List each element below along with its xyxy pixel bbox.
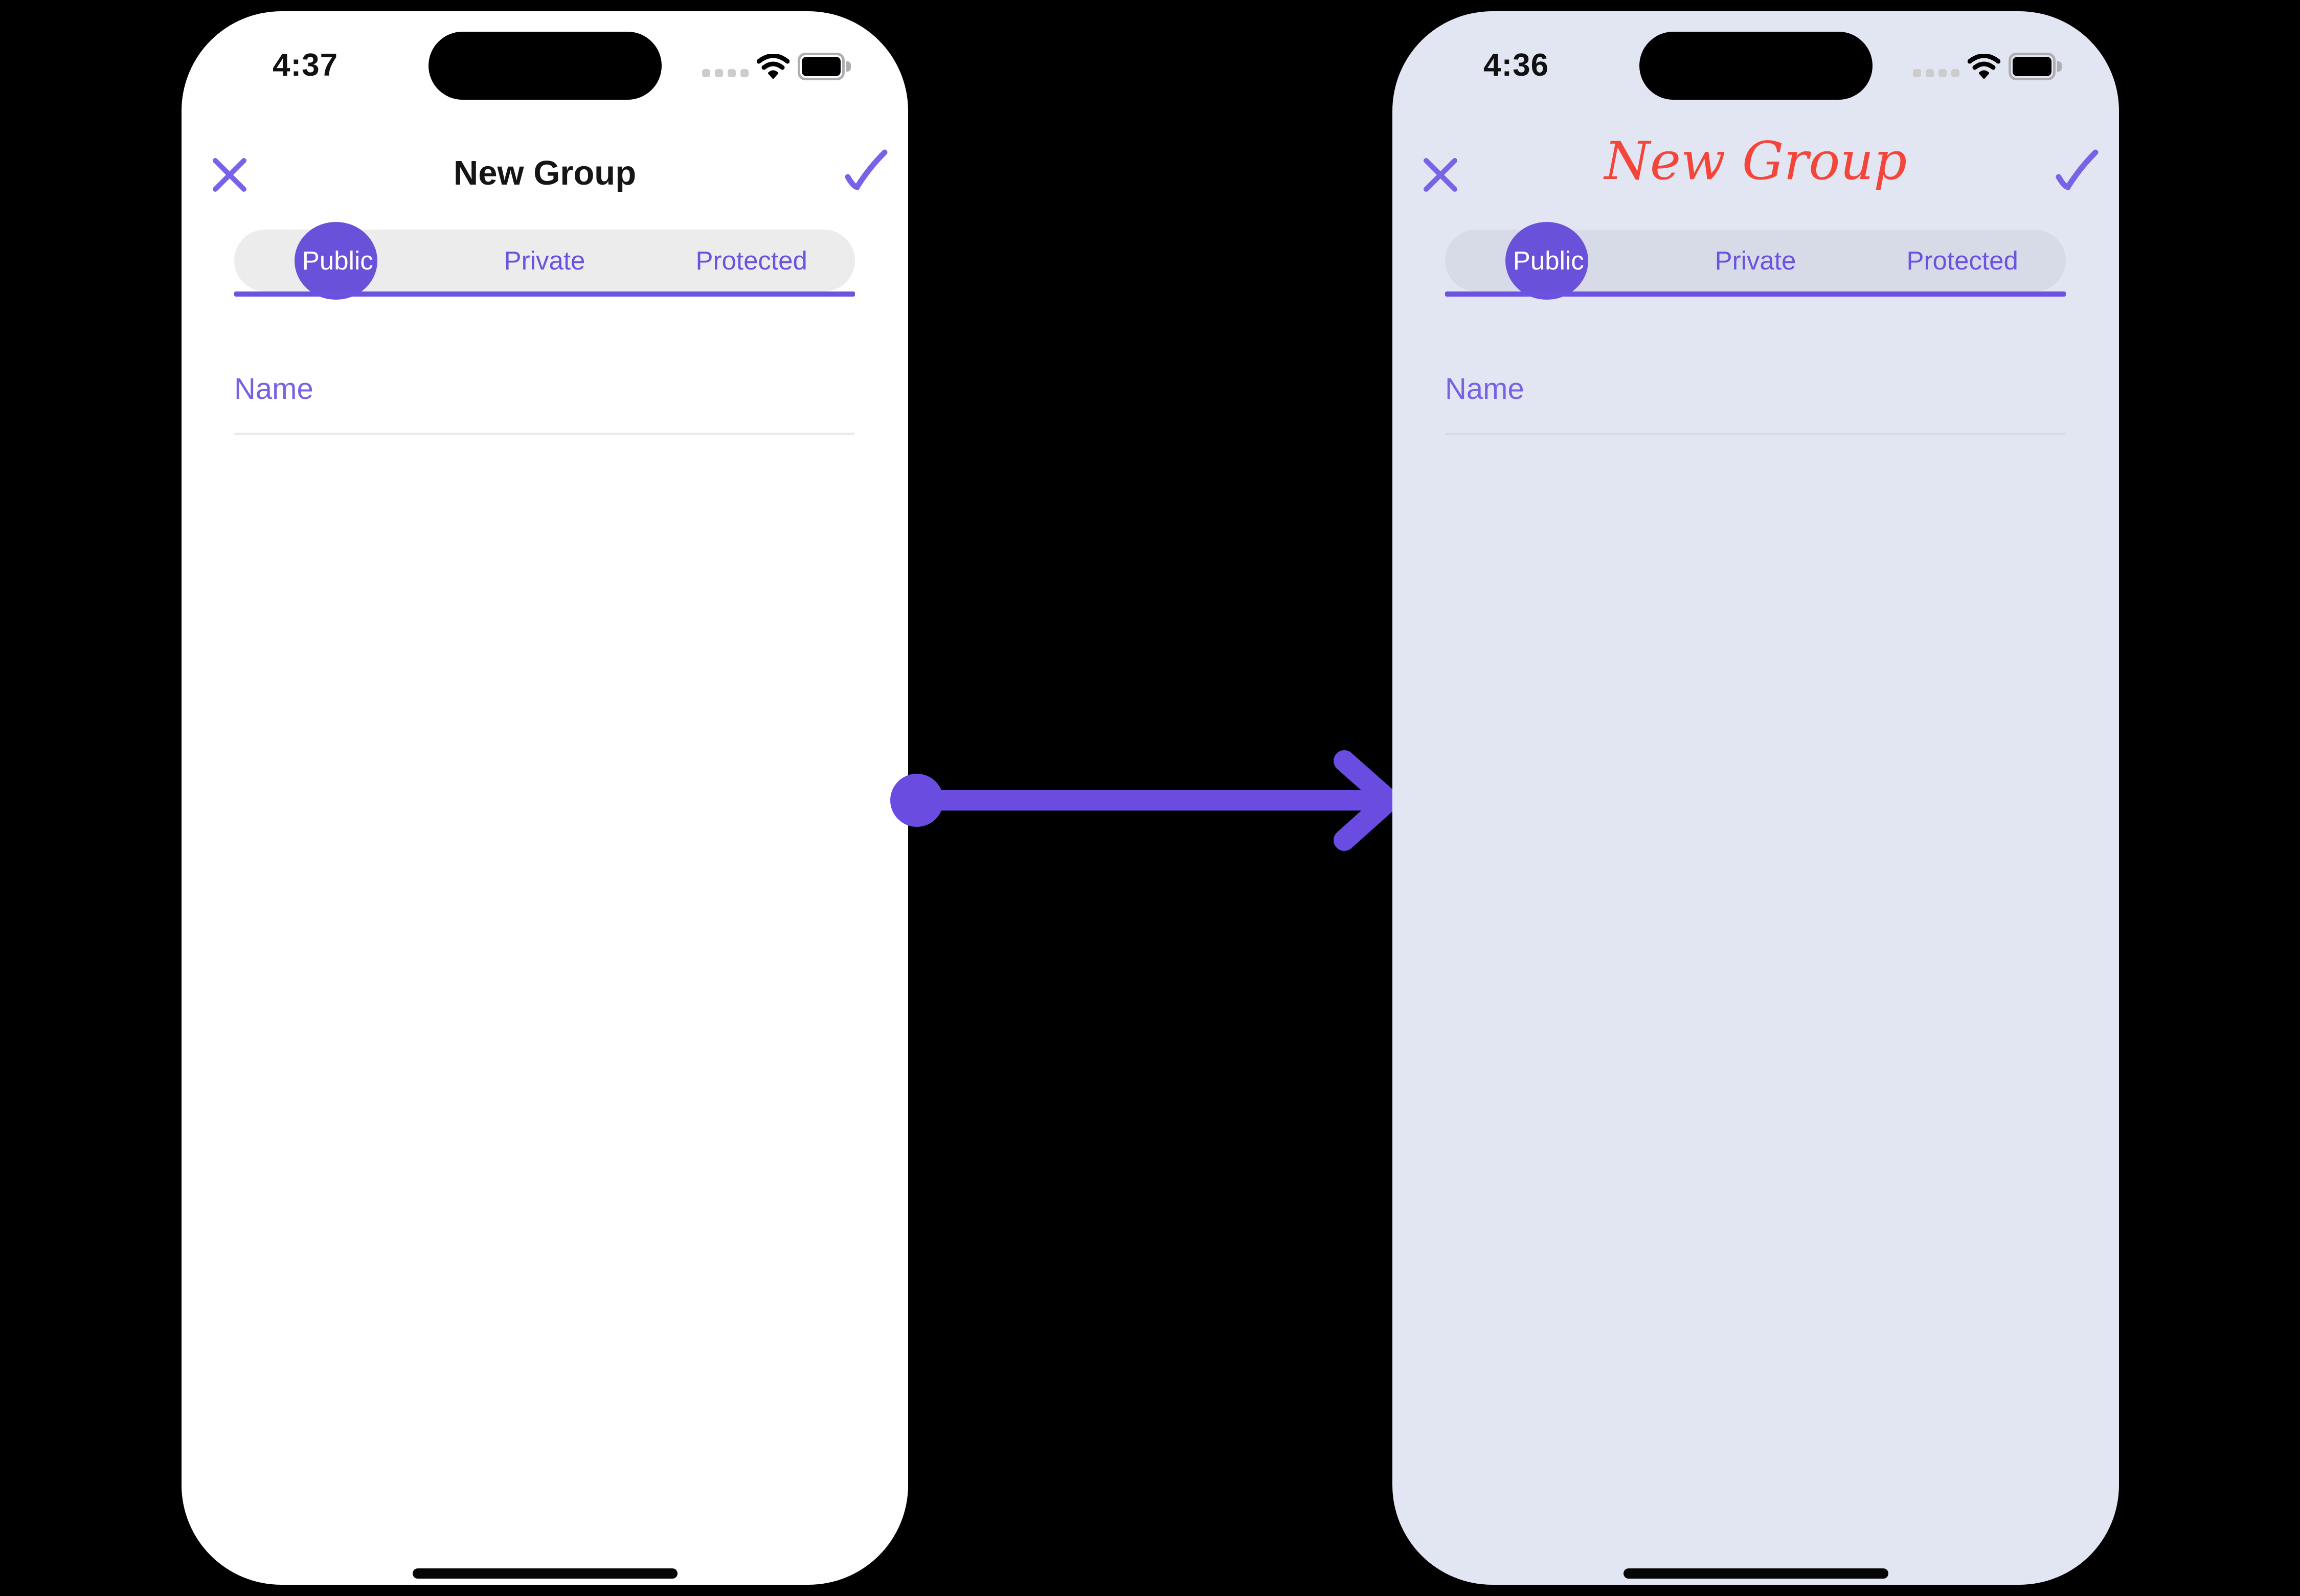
confirm-button[interactable] (844, 148, 888, 192)
battery-icon (798, 53, 851, 80)
tab-public[interactable]: Public (1445, 230, 1652, 291)
close-icon (213, 158, 246, 192)
arrow-right-icon (890, 750, 1400, 851)
segmented-underline (1445, 291, 2066, 297)
home-indicator (1623, 1568, 1888, 1579)
tab-private[interactable]: Private (441, 230, 648, 291)
tab-private[interactable]: Private (1652, 230, 1859, 291)
visibility-segmented-control: Public Private Protected (1445, 222, 2066, 300)
check-icon (845, 149, 888, 191)
cellular-signal-icon (1913, 69, 1959, 77)
status-bar: 4:37 (182, 11, 908, 114)
status-time: 4:36 (1483, 48, 1549, 83)
name-placeholder: Name (1445, 372, 1524, 406)
close-button[interactable] (1421, 155, 1460, 194)
home-indicator (412, 1568, 678, 1579)
selected-tab-indicator (295, 222, 377, 300)
check-icon (2056, 149, 2099, 191)
dynamic-island (428, 32, 662, 100)
tab-public[interactable]: Public (234, 230, 441, 291)
phone-mockup-left: 4:37 New Group (182, 11, 908, 1585)
nav-header: New Group (1392, 131, 2119, 212)
cellular-signal-icon (702, 69, 749, 77)
nav-header: New Group (182, 145, 908, 212)
group-name-input[interactable]: Name (234, 372, 855, 435)
segmented-pill: Public Private Protected (1445, 222, 2066, 300)
name-placeholder: Name (234, 372, 313, 406)
close-icon (1424, 158, 1457, 192)
status-time: 4:37 (273, 48, 339, 83)
selected-tab-indicator (1505, 222, 1588, 300)
segmented-underline (234, 291, 855, 297)
group-name-input[interactable]: Name (1445, 372, 2066, 435)
status-icons (1913, 51, 2062, 82)
wifi-icon (757, 54, 790, 79)
tab-protected[interactable]: Protected (1859, 230, 2066, 291)
page-title-cursive: New Group (1604, 131, 1907, 192)
name-field-underline (234, 433, 855, 435)
confirm-button[interactable] (2055, 148, 2099, 192)
battery-icon (2009, 53, 2062, 80)
wifi-icon (1968, 54, 2000, 79)
status-bar: 4:36 (1392, 11, 2119, 114)
close-button[interactable] (210, 155, 249, 194)
status-icons (702, 51, 851, 82)
dynamic-island (1639, 32, 1873, 100)
page-title: New Group (453, 154, 637, 192)
phone-mockup-right: 4:36 New Group (1392, 11, 2119, 1585)
name-field-underline (1445, 433, 2066, 435)
segmented-pill: Public Private Protected (234, 222, 855, 300)
visibility-segmented-control: Public Private Protected (234, 222, 855, 300)
tab-protected[interactable]: Protected (648, 230, 855, 291)
